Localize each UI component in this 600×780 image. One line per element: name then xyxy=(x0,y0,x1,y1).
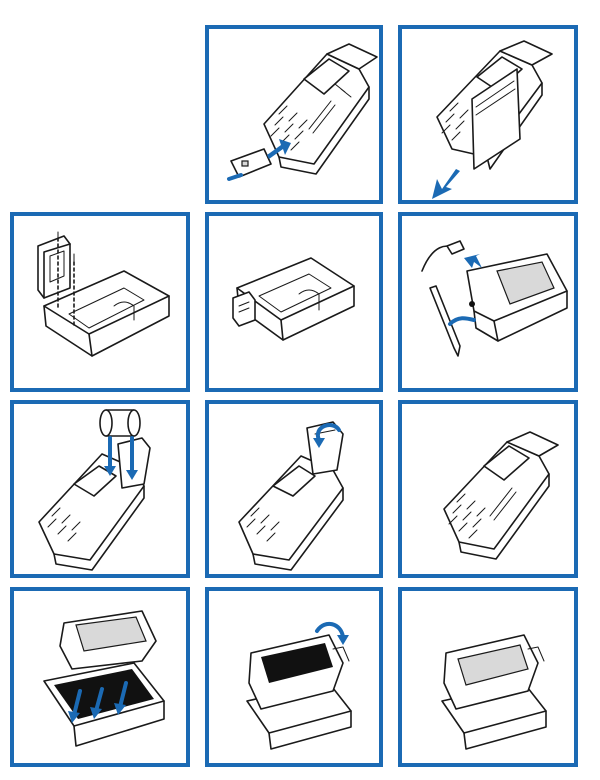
pinpad-cable-stylus-icon xyxy=(421,240,568,357)
step-panel-4 xyxy=(205,212,383,392)
step-panel-9 xyxy=(10,587,190,767)
step-panel-7 xyxy=(205,400,383,578)
step-panel-5 xyxy=(398,212,578,392)
attach-bracket-screws-icon xyxy=(37,231,170,357)
insert-paper-roll-icon xyxy=(38,409,151,571)
tilt-screen-icon xyxy=(246,621,352,750)
base-bracket-icon xyxy=(232,257,355,341)
close-printer-lid-icon xyxy=(238,421,344,571)
step-panel-3 xyxy=(10,212,190,392)
step-panel-11 xyxy=(398,587,578,767)
step-panel-2 xyxy=(398,25,578,204)
card-insert-icon xyxy=(227,43,378,181)
step-panel-8 xyxy=(398,400,578,578)
pinpad-ready-icon xyxy=(441,634,547,750)
step-panel-1 xyxy=(205,25,383,204)
remove-screen-film-icon xyxy=(43,610,165,747)
step-panel-6 xyxy=(10,400,190,578)
step-panel-10 xyxy=(205,587,383,767)
remove-cover-icon xyxy=(432,40,553,199)
terminal-assembled-icon xyxy=(443,431,559,560)
